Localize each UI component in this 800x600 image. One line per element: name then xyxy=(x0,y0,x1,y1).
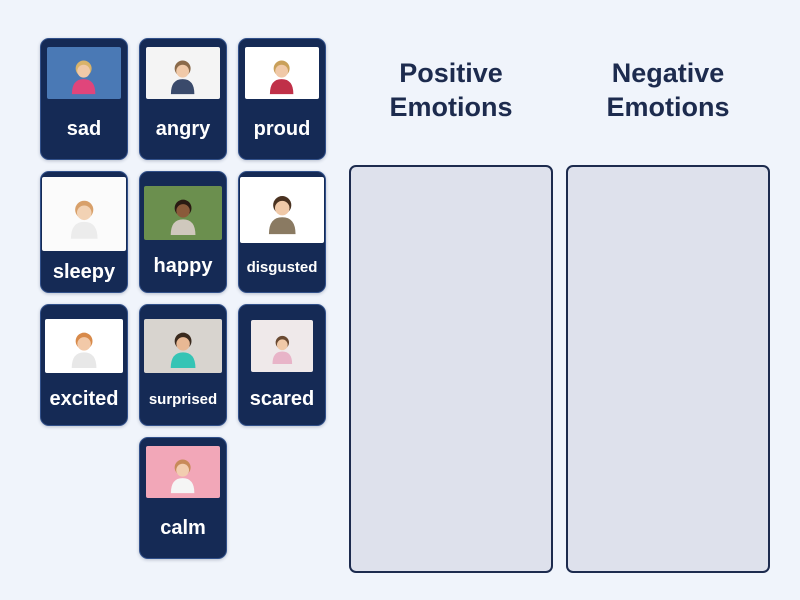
person-icon xyxy=(72,60,96,95)
card-label: calm xyxy=(160,517,206,539)
person-icon xyxy=(170,200,196,236)
emotion-card-excited[interactable]: excited xyxy=(40,304,128,426)
category-title-positive: Positive Emotions xyxy=(389,58,513,122)
person-icon xyxy=(272,336,292,365)
card-label-area: sad xyxy=(41,99,127,159)
card-label: disgusted xyxy=(246,259,318,276)
card-label-area: calm xyxy=(140,498,226,558)
card-label-area: proud xyxy=(239,99,325,159)
card-label-area: excited xyxy=(41,373,127,425)
card-label: proud xyxy=(253,118,311,140)
person-icon xyxy=(171,459,195,494)
emotion-card-calm[interactable]: calm xyxy=(139,437,227,559)
card-label: angry xyxy=(155,118,211,140)
card-pool: sad angry proud xyxy=(40,38,326,559)
person-icon xyxy=(268,196,296,235)
card-photo-girl-hands-on-chest-pink-background xyxy=(146,446,220,498)
person-icon xyxy=(70,200,98,239)
emotion-card-scared[interactable]: scared xyxy=(238,304,326,426)
card-label-area: sleepy xyxy=(41,251,127,292)
person-icon xyxy=(171,60,195,95)
card-label-area: disgusted xyxy=(239,243,325,292)
emotion-card-happy[interactable]: happy xyxy=(139,171,227,293)
card-label-area: scared xyxy=(239,372,325,425)
card-label: excited xyxy=(49,388,119,410)
card-label-area: surprised xyxy=(140,373,226,425)
card-label-area: angry xyxy=(140,99,226,159)
category-title-negative: Negative Emotions xyxy=(606,58,730,122)
card-label-area: happy xyxy=(140,240,226,292)
card-label: surprised xyxy=(148,390,218,408)
card-photo-girl-frowning-blue-background xyxy=(47,47,121,99)
card-photo-boy-clutching-head xyxy=(146,47,220,99)
card-label: sad xyxy=(66,118,102,140)
emotion-card-angry[interactable]: angry xyxy=(139,38,227,160)
card-photo-girl-covering-mouth xyxy=(251,320,313,372)
category-positive: Positive Emotions xyxy=(349,56,553,573)
emotion-card-sad[interactable]: sad xyxy=(40,38,128,160)
card-photo-girl-hands-up-mouth-open xyxy=(144,319,222,373)
card-photo-boy-holding-nose-with-shoe xyxy=(240,177,324,243)
emotion-card-sleepy[interactable]: sleepy xyxy=(40,171,128,293)
card-photo-boy-arms-raised xyxy=(45,319,123,373)
emotion-card-disgusted[interactable]: disgusted xyxy=(238,171,326,293)
card-photo-girl-smiling-green-background xyxy=(144,186,222,240)
card-label: happy xyxy=(153,255,213,277)
category-negative: Negative Emotions xyxy=(566,56,770,573)
card-photo-girl-yawning xyxy=(42,177,126,251)
dropzone-positive[interactable] xyxy=(349,165,553,573)
person-icon xyxy=(270,60,294,95)
person-icon xyxy=(170,333,196,369)
card-label: sleepy xyxy=(52,260,116,283)
dropzone-negative[interactable] xyxy=(566,165,770,573)
emotion-card-proud[interactable]: proud xyxy=(238,38,326,160)
card-photo-girl-thumbs-up xyxy=(245,47,319,99)
person-icon xyxy=(71,333,97,369)
category-columns: Positive Emotions Negative Emotions xyxy=(349,56,770,573)
card-label: scared xyxy=(249,387,315,410)
emotion-card-surprised[interactable]: surprised xyxy=(139,304,227,426)
